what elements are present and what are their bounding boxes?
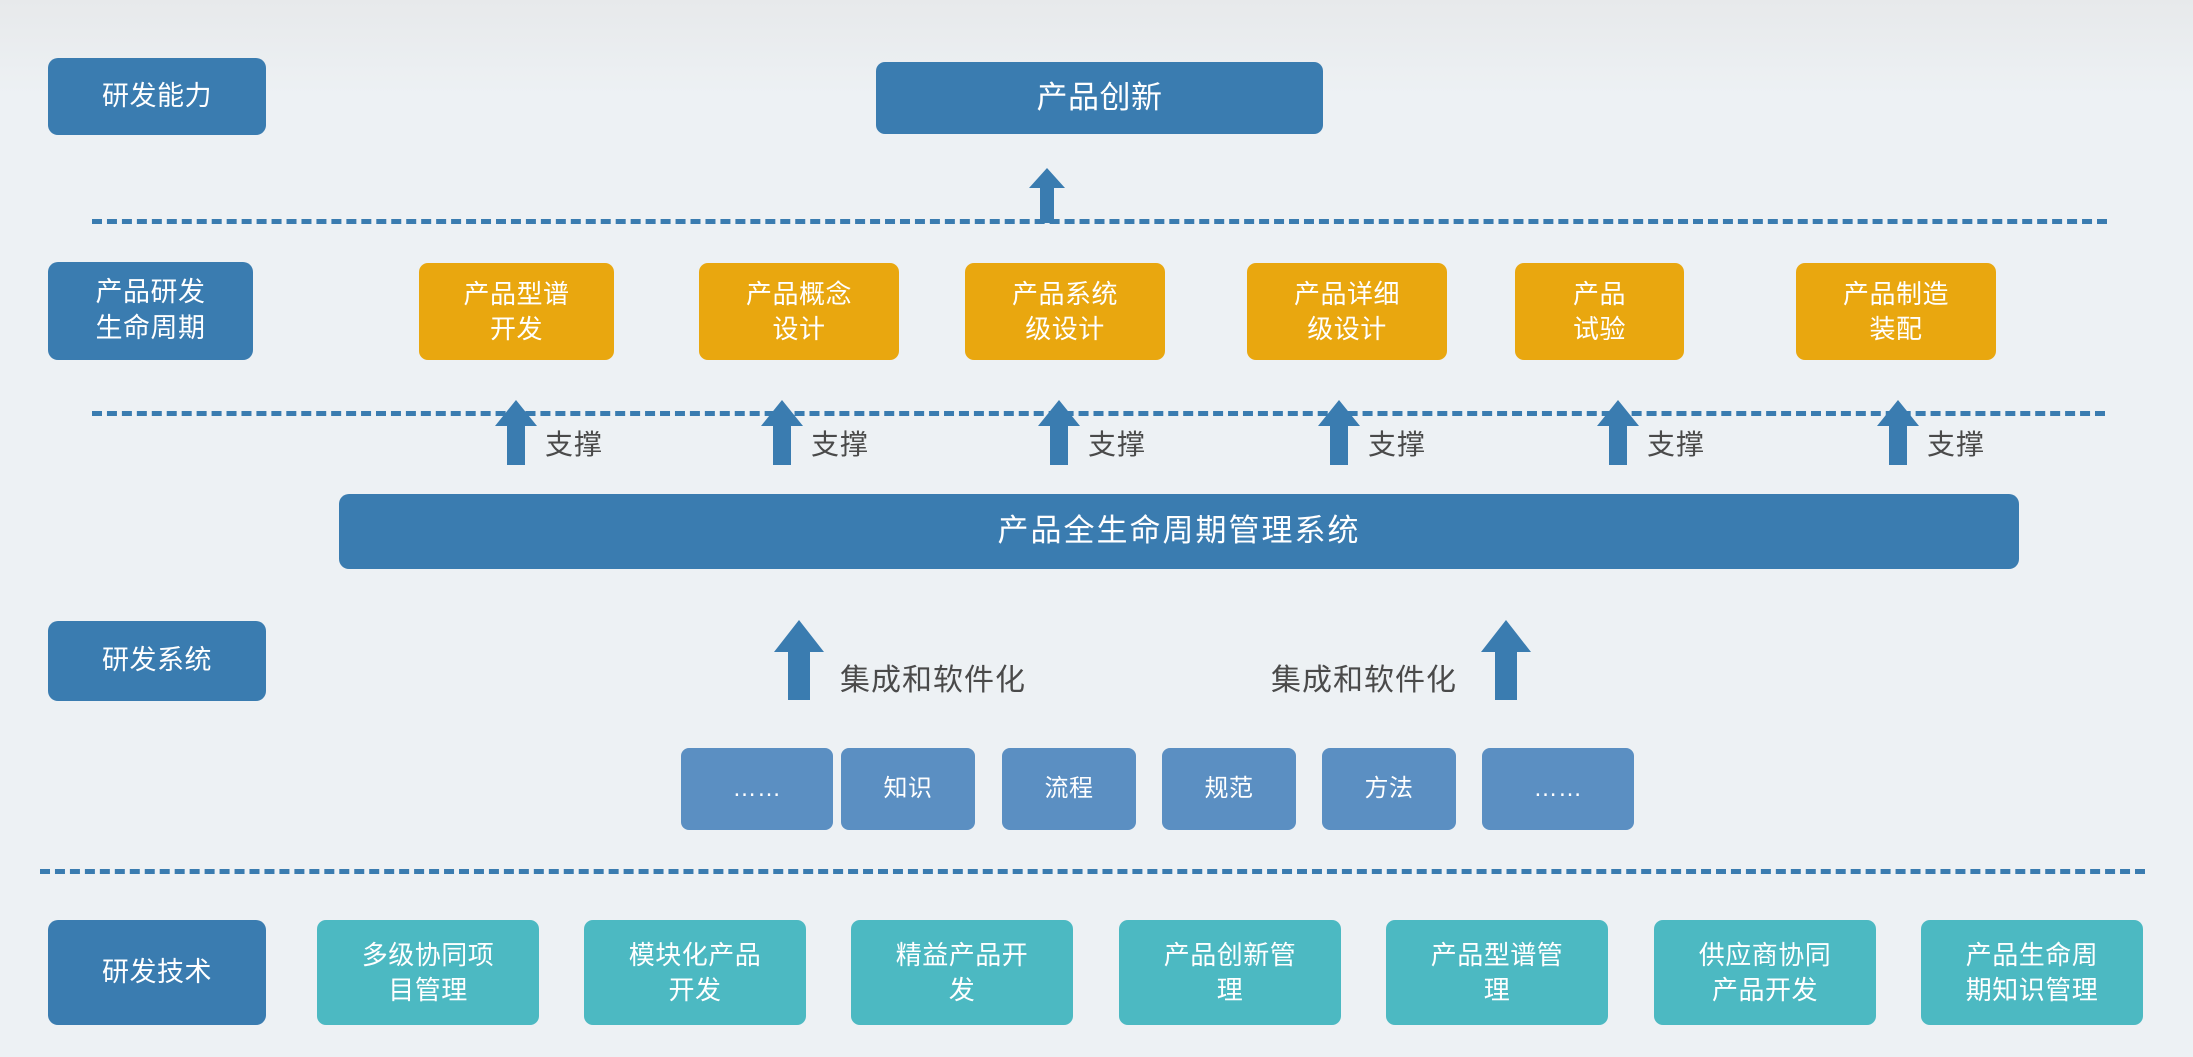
support-label: 支撑	[1927, 429, 1986, 460]
technology-item: 多级协同项 目管理	[317, 920, 539, 1025]
product-innovation-box: 产品创新	[876, 62, 1323, 134]
technology-item: 产品型谱管 理	[1386, 920, 1608, 1025]
support-up-arrow	[1877, 400, 1919, 465]
divider-capability-lifecycle	[92, 219, 2107, 224]
support-up-arrow	[1318, 400, 1360, 465]
support-label: 支撑	[1088, 429, 1147, 460]
row-label-lifecycle: 产品研发 生命周期	[48, 262, 253, 360]
row-label-capability: 研发能力	[48, 58, 266, 135]
support-label: 支撑	[545, 429, 604, 460]
technology-item: 产品生命周 期知识管理	[1921, 920, 2143, 1025]
row-label-technology: 研发技术	[48, 920, 266, 1025]
lifecycle-stage-box: 产品系统 级设计	[965, 263, 1165, 360]
support-up-arrow	[761, 400, 803, 465]
innovation-up-arrow	[1029, 168, 1065, 223]
lifecycle-stage-box: 产品制造 装配	[1796, 263, 1996, 360]
technology-item: 产品创新管 理	[1119, 920, 1341, 1025]
lifecycle-stage-box: 产品型谱 开发	[419, 263, 614, 360]
integration-up-arrow-right	[1481, 620, 1531, 700]
support-up-arrow	[1597, 400, 1639, 465]
integration-label-left: 集成和软件化	[840, 664, 1026, 697]
row-label-system: 研发系统	[48, 621, 266, 701]
integration-label-right: 集成和软件化	[1271, 664, 1457, 697]
support-label: 支撑	[1647, 429, 1706, 460]
support-label: 支撑	[1368, 429, 1427, 460]
knowledge-item: 流程	[1002, 748, 1136, 830]
technology-item: 精益产品开 发	[851, 920, 1073, 1025]
lifecycle-stage-box: 产品详细 级设计	[1247, 263, 1447, 360]
support-label: 支撑	[811, 429, 870, 460]
knowledge-item: ……	[681, 748, 833, 830]
knowledge-item: 知识	[841, 748, 975, 830]
knowledge-item: 方法	[1322, 748, 1456, 830]
lifecycle-stage-box: 产品 试验	[1515, 263, 1684, 360]
support-up-arrow	[495, 400, 537, 465]
lifecycle-stage-box: 产品概念 设计	[699, 263, 899, 360]
technology-item: 供应商协同 产品开发	[1654, 920, 1876, 1025]
knowledge-item: ……	[1482, 748, 1634, 830]
technology-item: 模块化产品 开发	[584, 920, 806, 1025]
divider-lifecycle-system	[92, 411, 2105, 416]
knowledge-item: 规范	[1162, 748, 1296, 830]
plm-system-bar: 产品全生命周期管理系统	[339, 494, 2019, 569]
support-up-arrow	[1038, 400, 1080, 465]
integration-up-arrow-left	[774, 620, 824, 700]
divider-system-technology	[40, 869, 2145, 874]
